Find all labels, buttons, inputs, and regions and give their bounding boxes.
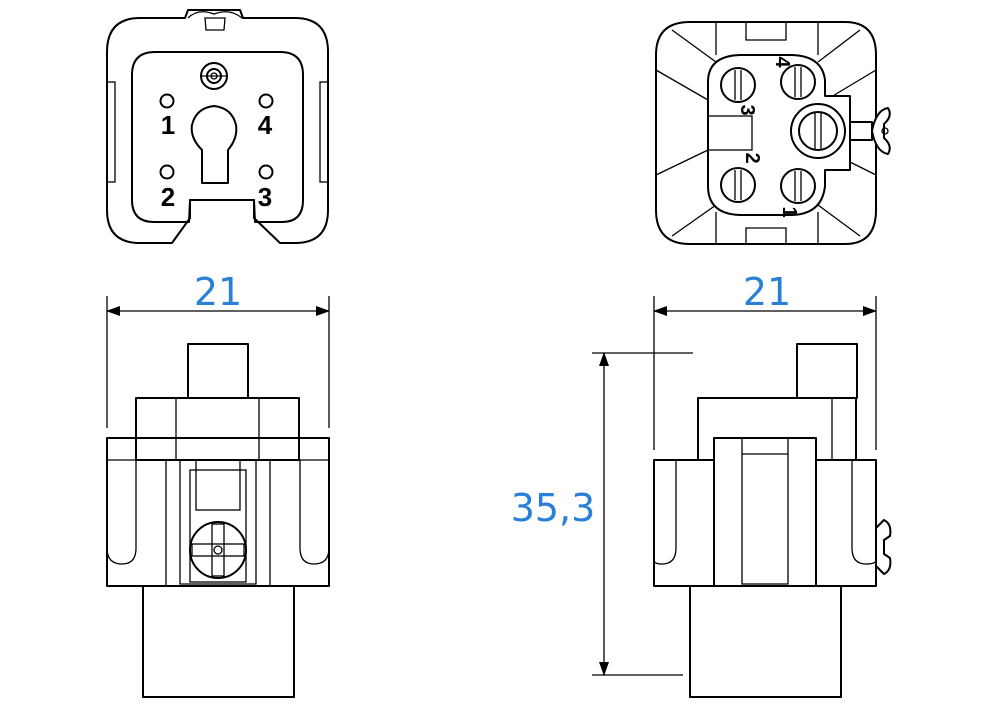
front-view-housing-outline	[106, 9, 329, 244]
side-right-center-block	[713, 437, 817, 587]
rear-view-bottom-slot	[715, 212, 819, 244]
front-pin-label-3: 3	[258, 182, 272, 212]
side-left-latch-screw	[189, 521, 247, 579]
rear-view-top-slot	[715, 22, 819, 55]
dimension-label-height: 35,3	[511, 486, 596, 530]
rear-view-coding-notch	[707, 115, 753, 151]
front-pin-label-4: 4	[258, 110, 273, 140]
side-right-latch-screw	[875, 519, 892, 575]
front-pin-label-2: 2	[161, 182, 175, 212]
side-right-top-stub	[796, 343, 858, 399]
side-right-cable-boot	[689, 585, 842, 698]
front-view-pin-3-socket	[258, 164, 274, 180]
front-view-coding-keyhole	[190, 105, 238, 184]
rear-view-housing-outline	[655, 21, 877, 245]
rear-view: 4 3 2 1	[655, 21, 891, 245]
front-view: 1 4 2 3	[106, 9, 329, 244]
dimension-width-left: 21	[106, 270, 330, 428]
side-left-cable-boot	[142, 585, 295, 698]
side-left-latch-window	[189, 469, 247, 583]
rear-pin-label-2: 2	[741, 152, 763, 163]
front-pin-label-1: 1	[161, 110, 175, 140]
rear-pin-label-4: 4	[771, 56, 793, 68]
rear-pin-label-3: 3	[736, 104, 758, 115]
rear-view-terminal-screw-4	[780, 64, 816, 100]
rear-view-terminal-block	[707, 54, 851, 216]
side-left-top-stub	[187, 343, 249, 399]
side-left-upper-body	[135, 397, 300, 461]
side-left-clip-left	[106, 460, 137, 565]
dimension-width-right: 21	[653, 270, 877, 450]
dimension-label-width-left: 21	[194, 270, 242, 314]
rear-view-terminal-screw-1	[780, 168, 816, 204]
side-view-right	[653, 343, 892, 698]
dimension-label-width-right: 21	[743, 270, 791, 314]
side-right-clip-right	[851, 460, 877, 565]
front-view-pin-1-socket	[159, 93, 175, 109]
front-view-side-rail-right	[319, 81, 329, 183]
rear-pin-label-1: 1	[778, 206, 800, 217]
dimension-height: 35,3	[511, 352, 693, 676]
front-view-pin-4-socket	[258, 93, 274, 109]
front-view-side-rail-left	[106, 81, 116, 183]
front-view-inner-face	[131, 51, 304, 223]
rear-view-terminal-screw-3	[720, 67, 756, 103]
front-view-latch-screw-top	[187, 11, 243, 31]
rear-view-latch-stem	[849, 121, 873, 141]
rear-view-latch-screw	[871, 107, 891, 155]
side-left-clip-right	[299, 460, 330, 565]
side-right-clip-left	[653, 460, 677, 565]
side-view-left	[106, 343, 330, 698]
rear-view-terminal-screw-2	[720, 167, 756, 203]
rear-view-ground-terminal	[790, 103, 846, 159]
front-view-pin-2-socket	[159, 164, 175, 180]
